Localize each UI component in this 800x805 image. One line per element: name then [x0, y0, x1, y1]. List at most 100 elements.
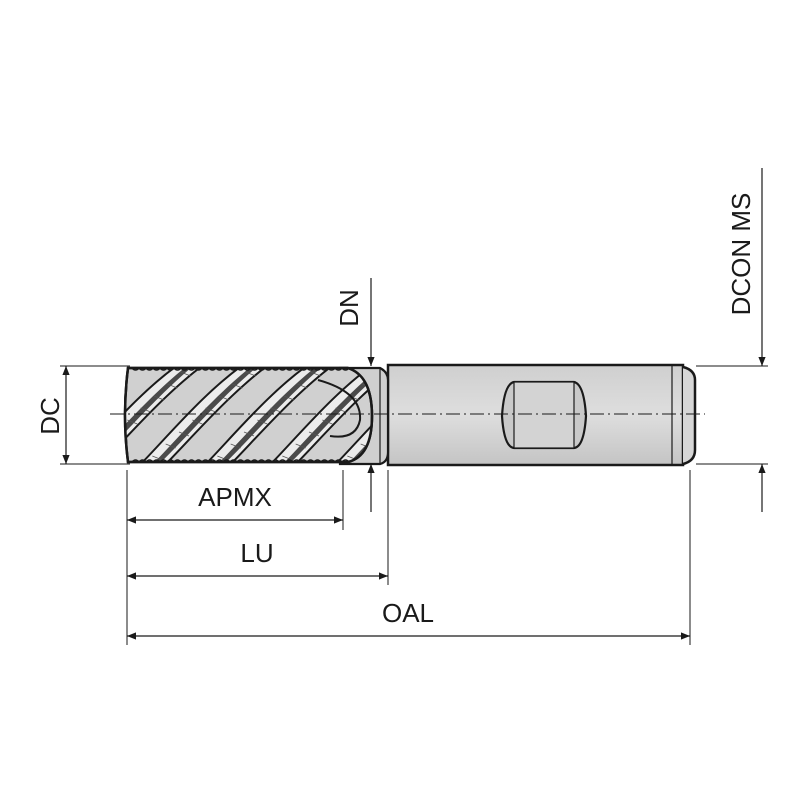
serration-tooth	[243, 459, 252, 463]
flute-hatch	[153, 395, 165, 401]
dimension-dc: DC	[35, 366, 70, 464]
flute-hatch	[204, 468, 214, 472]
serration-tooth	[264, 367, 273, 371]
serration-tooth	[173, 367, 182, 371]
flute-runout	[317, 379, 362, 438]
serration-tooth	[152, 367, 161, 371]
flute-hatch	[295, 443, 306, 449]
serration-tooth	[145, 459, 154, 463]
flute-hatch	[257, 419, 268, 425]
serration-tooth	[180, 459, 189, 463]
serration-tooth	[306, 367, 315, 371]
flute-hatch	[114, 432, 124, 436]
flute-hatch	[243, 431, 255, 437]
serration-tooth	[257, 459, 266, 463]
serration-tooth	[236, 367, 245, 371]
serration-tooth	[299, 459, 308, 463]
serration-tooth	[229, 459, 238, 463]
serration-tooth	[327, 367, 336, 371]
flute-hatch	[74, 468, 84, 472]
serration-tooth	[250, 459, 259, 463]
serration-tooth	[138, 367, 147, 371]
dcon-ms-label: DCON MS	[726, 193, 756, 316]
serration-tooth	[208, 367, 217, 371]
serration-tooth	[299, 367, 308, 371]
serration-tooth	[138, 459, 147, 463]
serration-tooth	[313, 367, 322, 371]
flute-hatch	[269, 468, 279, 472]
flute-hatch	[101, 444, 111, 448]
serration-tooth	[166, 367, 175, 371]
serration-tooth	[222, 367, 231, 371]
serration-tooth	[159, 367, 168, 371]
serration-tooth	[131, 367, 140, 371]
serration-tooth	[271, 367, 280, 371]
flute-gash	[125, 368, 198, 462]
serration-tooth	[285, 459, 294, 463]
flute-band	[327, 368, 372, 462]
flute-hatch	[180, 371, 191, 377]
dimension-lu: LU	[127, 538, 388, 580]
serration-tooth	[278, 459, 287, 463]
serration-tooth	[145, 367, 154, 371]
dimension-oal: OAL	[127, 598, 690, 640]
serration-tooth	[187, 367, 196, 371]
shank-chamfer	[682, 365, 697, 466]
serration-tooth	[152, 459, 161, 463]
serration-tooth	[320, 459, 329, 463]
flute-gash	[277, 368, 372, 462]
serration-tooth	[341, 367, 350, 371]
flute-hatch	[245, 371, 256, 377]
roughing-serrations	[131, 367, 350, 463]
flute-hatch	[270, 407, 281, 413]
serration-tooth	[320, 367, 329, 371]
serration-tooth	[327, 459, 336, 463]
serration-tooth	[187, 459, 196, 463]
serration-tooth	[285, 367, 294, 371]
flute-hatch	[283, 395, 295, 401]
dc-label: DC	[35, 397, 65, 435]
weldon-flat	[500, 380, 588, 450]
flute-hatch	[282, 455, 293, 461]
flute-hatch	[167, 383, 178, 389]
serration-tooth	[201, 367, 210, 371]
flute-hatch	[165, 443, 176, 449]
dimension-dn: DN	[334, 278, 375, 512]
flute-gash	[212, 368, 328, 462]
dn-label: DN	[334, 289, 364, 327]
serration-tooth	[222, 459, 231, 463]
flute-hatch	[322, 419, 333, 425]
flute-hatch	[140, 407, 151, 413]
dimension-dcon-ms: DCON MS	[726, 168, 766, 512]
dimension-apmx: APMX	[127, 482, 343, 524]
lu-label: LU	[240, 538, 273, 568]
flute-hatch	[178, 431, 190, 437]
serration-tooth	[208, 459, 217, 463]
apmx-label: APMX	[198, 482, 272, 512]
serration-tooth	[194, 459, 203, 463]
serration-tooth	[250, 367, 259, 371]
flute-hatch	[310, 371, 321, 377]
flute-hatch	[232, 383, 243, 389]
serration-tooth	[334, 367, 343, 371]
flute-hatch	[127, 419, 138, 425]
flute-hatch	[335, 407, 346, 413]
flute-hatch	[205, 407, 216, 413]
serration-tooth	[292, 367, 301, 371]
serration-tooth	[180, 367, 189, 371]
serration-tooth	[292, 459, 301, 463]
serration-tooth	[194, 367, 203, 371]
serration-tooth	[341, 459, 350, 463]
flute-hatch	[87, 456, 97, 460]
serration-tooth	[271, 459, 280, 463]
flute-hatch	[230, 443, 241, 449]
serration-tooth	[243, 367, 252, 371]
serration-tooth	[159, 459, 168, 463]
serration-tooth	[201, 459, 210, 463]
serration-tooth	[229, 367, 238, 371]
serration-tooth	[334, 459, 343, 463]
serration-tooth	[236, 459, 245, 463]
serration-tooth	[215, 459, 224, 463]
